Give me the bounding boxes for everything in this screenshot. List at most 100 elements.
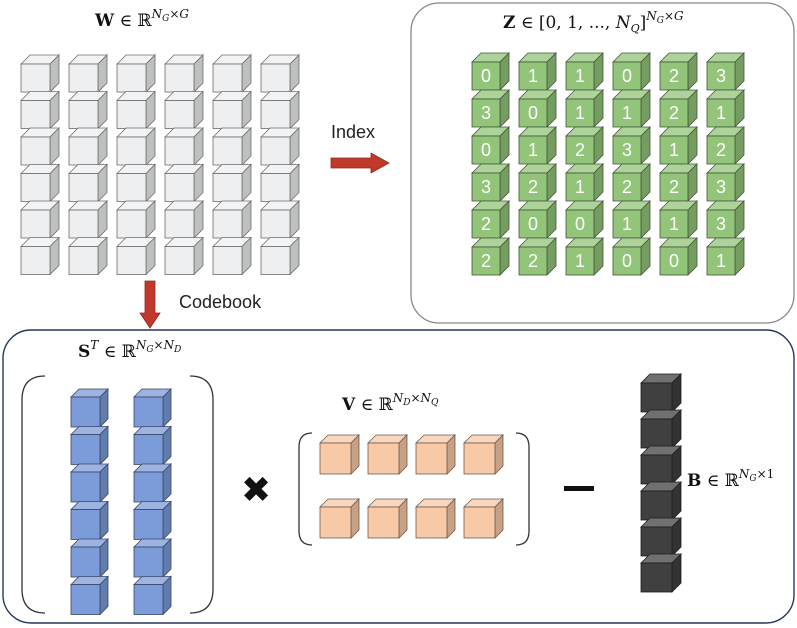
z-cube: 3 [471, 163, 510, 202]
index-value: 1 [669, 214, 679, 234]
z-cube: 2 [612, 163, 651, 202]
index-value: 1 [669, 140, 679, 160]
z-cube: 1 [518, 52, 557, 91]
w-cube [164, 127, 204, 166]
index-value: 3 [716, 177, 726, 197]
s-cube [70, 425, 109, 466]
z-cube: 1 [518, 126, 557, 165]
index-value: 2 [669, 177, 679, 197]
w-cube [68, 200, 108, 239]
codebook-arrow [139, 280, 161, 329]
w-cube [20, 127, 60, 166]
v-cube [319, 434, 360, 475]
index-arrow [330, 152, 390, 174]
v-cube [319, 498, 360, 539]
z-cube: 1 [659, 200, 698, 239]
z-cube: 0 [471, 126, 510, 165]
s-cube [133, 538, 172, 578]
z-cube: 1 [612, 200, 651, 239]
b-cube [640, 553, 682, 593]
s-cube [70, 463, 109, 503]
index-value: 1 [716, 251, 726, 271]
index-value: 2 [622, 177, 632, 197]
index-value: 2 [481, 214, 491, 234]
b-cube [640, 517, 682, 557]
z-title: Z ∈ [0, 1, ..., NQ]NG×G [503, 9, 684, 35]
w-cube [116, 127, 156, 166]
z-cube: 1 [565, 52, 604, 91]
w-matrix [20, 54, 300, 276]
z-cube: 1 [659, 126, 698, 165]
v-cube [415, 434, 456, 475]
s-title: ST ∈ ℝNG×ND [78, 338, 181, 362]
z-cube: 2 [659, 163, 698, 202]
index-value: 3 [481, 103, 491, 123]
w-cube [20, 54, 60, 93]
index-value: 0 [669, 251, 679, 271]
index-value: 0 [528, 214, 538, 234]
index-value: 0 [575, 214, 585, 234]
w-title: W ∈ ℝNG×G [94, 7, 189, 31]
index-value: 2 [669, 66, 679, 86]
w-cube [164, 236, 204, 276]
v-cube [463, 434, 504, 475]
z-cube: 0 [612, 52, 651, 91]
z-cube: 2 [659, 89, 698, 128]
z-cube: 0 [518, 89, 557, 128]
b-title: B ∈ ℝNG×1 [687, 467, 774, 491]
index-value: 2 [575, 140, 585, 160]
w-cube [164, 200, 204, 239]
index-value: 1 [622, 103, 632, 123]
w-cube [260, 163, 300, 203]
codebook-arrow-label: Codebook [179, 292, 262, 312]
b-cube [640, 481, 682, 521]
v-left-bracket [298, 432, 313, 546]
w-cube [116, 54, 156, 93]
v-cube [367, 498, 408, 539]
s-cube [133, 463, 172, 503]
z-cube: 0 [471, 52, 510, 91]
z-cube: 3 [612, 126, 651, 165]
w-cube [212, 236, 252, 276]
index-value: 3 [481, 177, 491, 197]
v-title: V ∈ ℝND×NQ [341, 391, 439, 415]
w-cube [116, 200, 156, 239]
w-cube [68, 236, 108, 276]
index-value: 3 [716, 214, 726, 234]
index-value: 3 [716, 66, 726, 86]
v-matrix [319, 434, 504, 539]
z-cube: 2 [518, 237, 557, 276]
s-left-bracket [21, 375, 46, 614]
w-cube [20, 163, 60, 203]
index-value: 1 [575, 251, 585, 271]
z-cube: 0 [565, 200, 604, 239]
s-cube [70, 538, 109, 578]
w-cube [212, 90, 252, 130]
z-cube: 1 [706, 89, 745, 128]
z-cube: 0 [612, 237, 651, 276]
w-cube [260, 127, 300, 166]
index-value: 1 [575, 66, 585, 86]
s-cube [133, 425, 172, 466]
index-value: 1 [575, 103, 585, 123]
index-value: 1 [716, 103, 726, 123]
s-right-bracket [189, 375, 214, 614]
z-cube: 2 [471, 200, 510, 239]
w-cube [68, 90, 108, 130]
w-cube [164, 54, 204, 93]
z-cube: 0 [659, 237, 698, 276]
w-cube [116, 236, 156, 276]
s-cube [133, 575, 172, 616]
index-value: 0 [528, 103, 538, 123]
index-value: 1 [528, 140, 538, 160]
s-cube [70, 500, 109, 541]
b-vector [640, 373, 682, 593]
index-value: 0 [622, 66, 632, 86]
w-cube [260, 54, 300, 93]
index-value: 2 [528, 177, 538, 197]
w-cube [212, 163, 252, 203]
s-cube [70, 575, 109, 616]
multiply-symbol: ✖ [241, 470, 271, 511]
